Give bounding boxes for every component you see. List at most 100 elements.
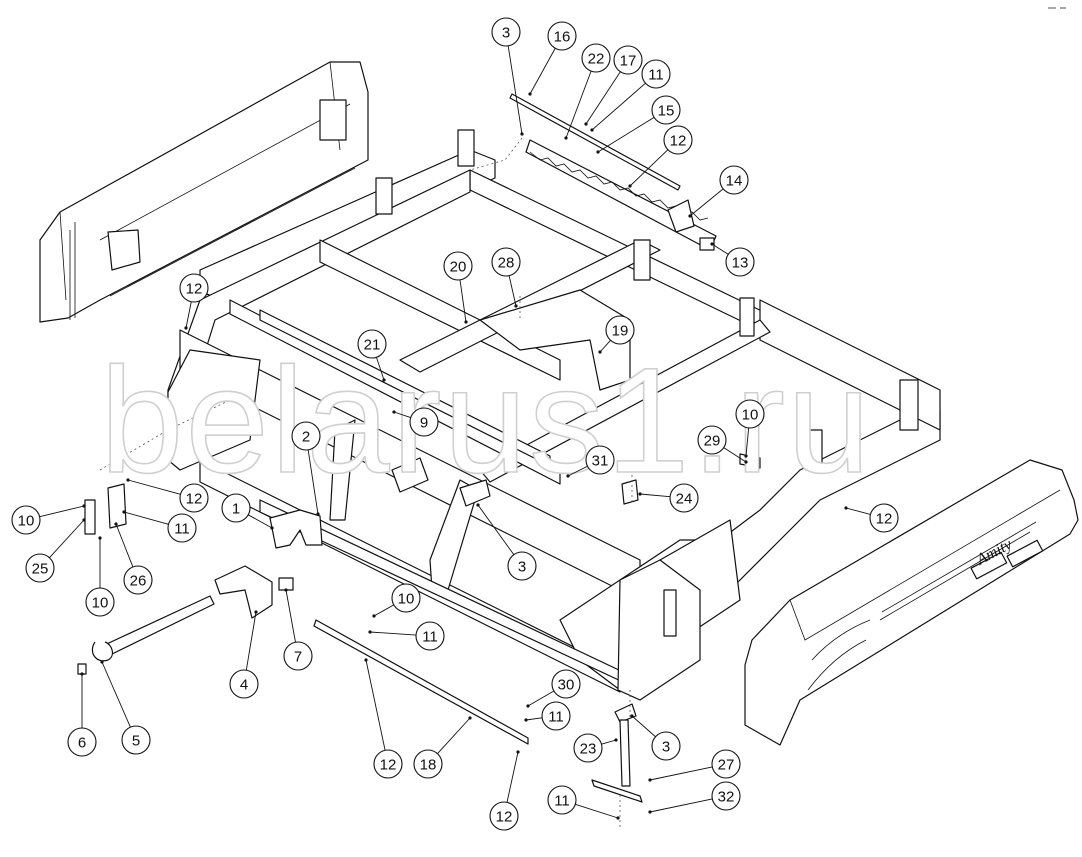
leader-line — [127, 479, 181, 495]
leader-line — [49, 519, 85, 558]
callout-circle — [605, 315, 635, 345]
callout-7: 7 — [283, 641, 313, 671]
callout-number: 13 — [732, 255, 749, 272]
leader-dot — [590, 128, 594, 132]
leader-line — [529, 48, 556, 95]
leader-dot — [80, 672, 84, 676]
callout-circle — [547, 21, 577, 51]
leader-dot — [382, 378, 386, 382]
right-side-shield: Amity — [744, 459, 1079, 746]
callout-number: 6 — [78, 735, 86, 752]
callout-circle — [491, 247, 521, 277]
callout-circle — [735, 399, 765, 429]
callout-10: 10 — [85, 587, 115, 617]
callout-14: 14 — [719, 165, 749, 195]
callout-12: 12 — [179, 273, 209, 303]
callout-circle — [121, 725, 151, 755]
leader-dot — [628, 184, 632, 188]
leader-dot — [392, 410, 396, 414]
callout-6: 6 — [67, 727, 97, 757]
main-frame — [167, 129, 941, 701]
jack-stand — [591, 703, 643, 803]
leader-line — [185, 301, 192, 329]
leader-dot — [524, 718, 528, 722]
leader-dot — [372, 614, 376, 618]
leader-dot — [514, 304, 518, 308]
leader-line — [565, 70, 592, 139]
callout-number: 30 — [558, 677, 575, 694]
leader-line — [567, 465, 588, 477]
leader-line — [245, 611, 257, 671]
callout-5: 5 — [121, 725, 151, 755]
leader-line — [575, 803, 619, 819]
callout-12: 12 — [489, 801, 519, 831]
callout-number: 11 — [554, 793, 570, 810]
leader-dot — [82, 518, 86, 522]
leader-dot — [616, 816, 620, 820]
callout-17: 17 — [613, 45, 643, 75]
left-hardware-parts — [77, 483, 323, 675]
callout-number: 2 — [302, 429, 310, 446]
callout-number: 1 — [232, 501, 240, 518]
leader-line — [649, 798, 713, 813]
leader-dot — [98, 536, 102, 540]
callout-circle — [711, 781, 741, 811]
leader-dot — [468, 716, 472, 720]
leader-line — [508, 275, 517, 307]
callout-circle — [541, 701, 571, 731]
callout-number: 25 — [32, 561, 49, 578]
leader-dot — [598, 350, 602, 354]
callout-32: 32 — [711, 781, 741, 811]
callout-number: 20 — [450, 259, 467, 276]
callout-19: 19 — [605, 315, 635, 345]
leader-dot — [638, 492, 642, 496]
leader-line — [101, 661, 131, 728]
leader-dot — [648, 778, 652, 782]
callout-number: 32 — [718, 789, 735, 806]
callout-circle — [283, 641, 313, 671]
callout-circle — [229, 669, 259, 699]
leader-dot — [100, 660, 104, 664]
leader-line — [591, 82, 646, 131]
callout-number: 11 — [648, 67, 664, 84]
leader-line — [845, 507, 871, 515]
callout-number: 23 — [580, 741, 597, 758]
callout-circle — [291, 421, 321, 451]
leader-lines — [39, 45, 871, 820]
leader-line — [285, 589, 296, 643]
callout-27: 27 — [711, 749, 741, 779]
callout-number: 11 — [548, 709, 564, 726]
callout-number: 10 — [92, 595, 109, 612]
leader-dot — [528, 92, 532, 96]
callout-number: 29 — [704, 433, 721, 450]
callout-11: 11 — [415, 621, 445, 651]
leader-dot — [526, 704, 530, 708]
leader-line — [437, 717, 471, 754]
callout-number: 3 — [502, 25, 510, 42]
alignment-lines — [99, 137, 753, 830]
callout-number: 24 — [676, 491, 693, 508]
leader-line — [639, 493, 671, 498]
callout-28: 28 — [491, 247, 521, 277]
leader-line — [477, 504, 515, 555]
leader-line — [123, 511, 169, 525]
leader-dot — [520, 132, 524, 136]
leader-dot — [464, 320, 468, 324]
leader-line — [689, 188, 724, 217]
rear-comb-assembly — [509, 93, 717, 251]
leader-dot — [516, 750, 520, 754]
leader-line — [745, 427, 750, 457]
callout-number: 31 — [592, 453, 609, 470]
callout-number: 12 — [496, 809, 513, 826]
callout-circle — [869, 503, 899, 533]
leader-line — [597, 116, 655, 153]
leader-line — [631, 715, 656, 738]
callout-22: 22 — [581, 43, 611, 73]
callout-circle — [697, 425, 727, 455]
callout-1: 1 — [221, 493, 251, 523]
leader-dot — [630, 714, 634, 718]
leader-dot — [368, 630, 372, 634]
callout-number: 9 — [420, 415, 428, 432]
leader-line — [115, 523, 134, 568]
callout-circle — [613, 45, 643, 75]
